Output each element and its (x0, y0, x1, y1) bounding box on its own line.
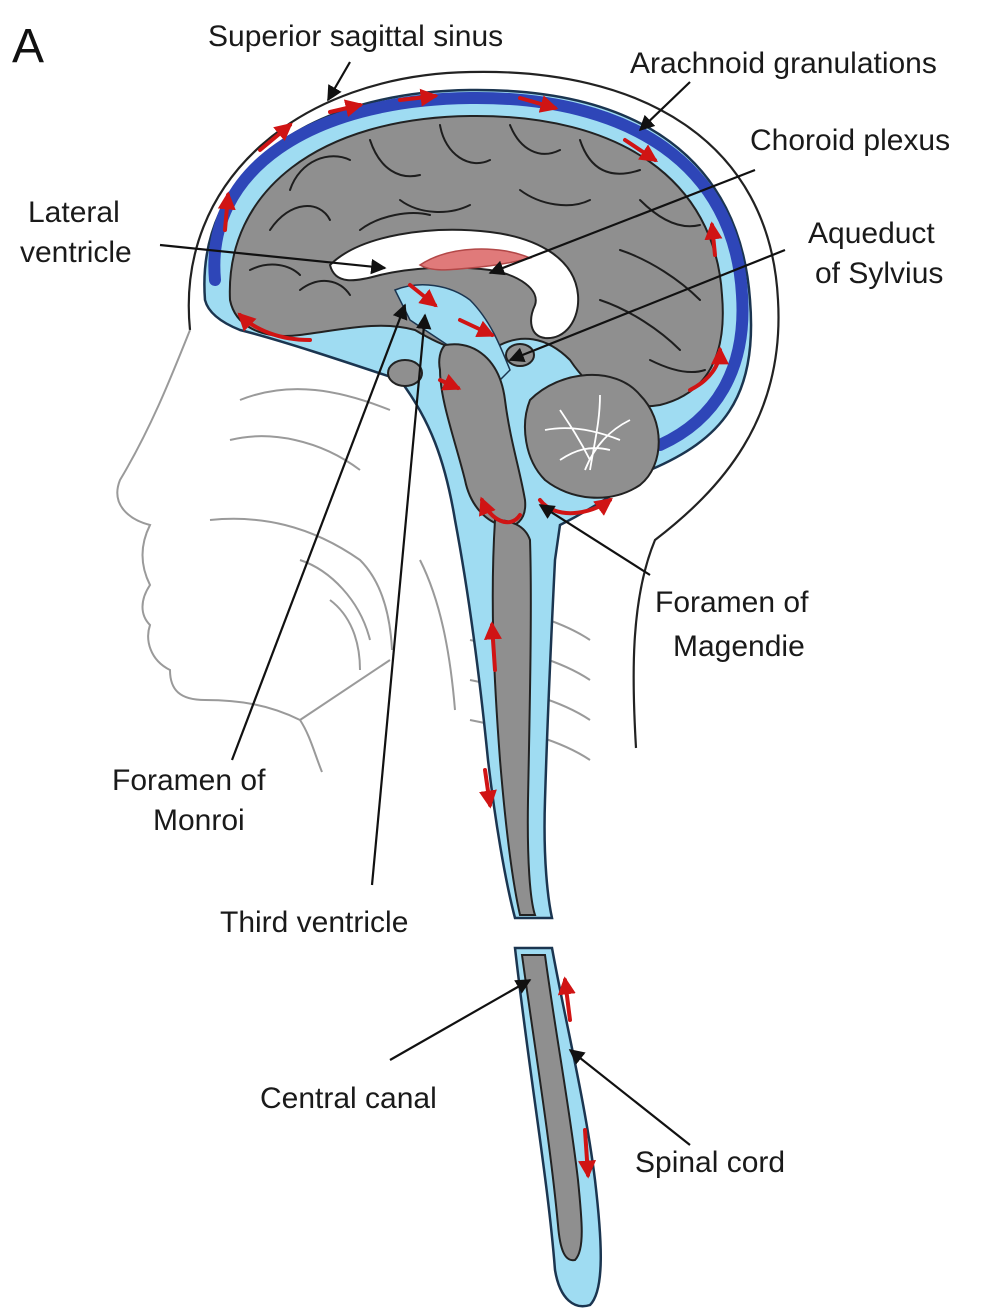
label-central-canal: Central canal (260, 1082, 437, 1115)
spinal-cord-shape (493, 520, 535, 915)
label-choroid-plexus: Choroid plexus (750, 124, 950, 157)
label-monroi-line2: Monroi (153, 804, 245, 837)
label-monroi-line1: Foramen of (112, 764, 266, 797)
label-arachnoid-granulations: Arachnoid granulations (630, 47, 937, 80)
label-lateral-ventricle-line1: Lateral (28, 196, 120, 229)
panel-letter: A (12, 20, 44, 73)
label-spinal-cord: Spinal cord (635, 1146, 785, 1179)
label-magendie-line1: Foramen of (655, 586, 809, 619)
label-magendie-line2: Magendie (673, 630, 805, 663)
cerebellum (525, 375, 659, 498)
label-lateral-ventricle-line2: ventricle (20, 236, 132, 269)
pituitary (388, 360, 422, 386)
label-third-ventricle: Third ventricle (220, 906, 408, 939)
label-aqueduct-line2: of Sylvius (815, 257, 943, 290)
label-aqueduct-line1: Aqueduct (808, 217, 935, 250)
label-superior-sagittal-sinus: Superior sagittal sinus (208, 20, 503, 53)
